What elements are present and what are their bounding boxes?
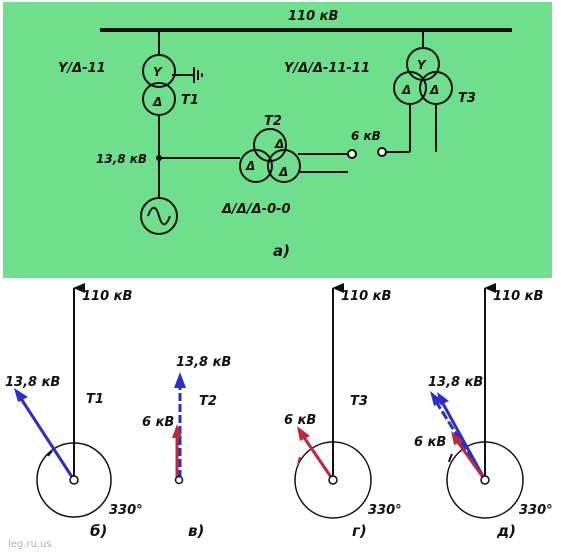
angle-label-d: 330°	[519, 503, 553, 518]
vector-13-8kv-d-2	[439, 399, 487, 481]
t1-hv-winding	[142, 54, 176, 88]
vector-diagram-v: 13,8 кВ 6 кВ T2 в)	[142, 355, 231, 540]
t3-out-terminal	[377, 147, 387, 157]
t1-name: T1	[181, 93, 199, 108]
hv-label-g: 110 кВ	[341, 289, 391, 304]
mv-label-d: 6 кВ	[414, 435, 446, 450]
lv-label-d: 13,8 кВ	[428, 375, 483, 390]
vector-6kv-g-head	[297, 426, 310, 441]
vector-6kv-g	[299, 432, 335, 481]
origin-d	[480, 475, 490, 485]
t3-symbol-top: Y	[417, 58, 427, 72]
sine-icon	[147, 206, 171, 226]
transformer-label-b: T1	[86, 392, 104, 407]
angle-label-b: 330°	[109, 503, 143, 518]
origin-v	[174, 475, 184, 485]
origin-g	[328, 475, 338, 485]
transformer-label-v: T2	[199, 394, 217, 409]
panel-a-label: а)	[273, 242, 290, 260]
t2-symbol-right: Δ	[278, 165, 288, 179]
load-bus-label: 6 кВ	[351, 129, 381, 143]
t3-symbol-left: Δ	[401, 83, 411, 97]
angle-arc-b	[47, 450, 53, 457]
bus-110kv-label: 110 кВ	[288, 9, 338, 24]
vector-diagram-d: 110 кВ 13,8 кВ 6 кВ 330° д)	[414, 283, 553, 540]
panel-b-label: б)	[90, 522, 107, 540]
vector-13-8kv-d-2-head	[437, 392, 449, 405]
vector-diagram-g: 110 кВ 6 кВ T3 330° г)	[284, 283, 402, 540]
t1-connection-label: Y/Δ-11	[58, 61, 106, 76]
transformer-label-g: T3	[350, 394, 368, 409]
angle-label-g: 330°	[368, 503, 402, 518]
t2-winding-left	[239, 149, 273, 183]
vector-6kv-v-head	[172, 424, 182, 438]
t2-winding-right	[267, 149, 301, 183]
mv-label-v: 6 кВ	[142, 415, 174, 430]
vector-6kv-d-head	[451, 431, 463, 445]
t2-name: T2	[264, 114, 282, 129]
panel-v-label: в)	[188, 522, 204, 540]
lv-label-b: 13,8 кВ	[5, 375, 60, 390]
t1-hv-symbol: Y	[153, 65, 163, 79]
t3-connection-label: Y/Δ/Δ-11-11	[284, 61, 370, 76]
watermark: leg.ru.us	[8, 539, 52, 550]
t2-out-6kv-terminal	[347, 149, 357, 159]
t2-winding-top	[253, 128, 287, 162]
vector-6kv-d	[453, 437, 487, 481]
gen-bus-label: 13,8 кВ	[96, 152, 147, 166]
t3-symbol-right: Δ	[429, 83, 439, 97]
angle-arc-g	[297, 456, 301, 467]
t3-name: T3	[458, 91, 476, 106]
t2-connection-label: Δ/Δ/Δ-0-0	[221, 202, 291, 217]
mv-label-g: 6 кВ	[284, 413, 316, 428]
panel-d-label: д)	[496, 522, 516, 540]
vector-13-8kv-v-head	[174, 372, 186, 388]
angle-arc-d	[448, 453, 453, 463]
vector-13-8kv-b-head	[14, 388, 28, 402]
schematic-panel	[3, 2, 552, 278]
t2-symbol-top: Δ	[274, 137, 284, 151]
panel-g-label: г)	[352, 522, 367, 540]
lv-label-v: 13,8 кВ	[176, 355, 231, 370]
generator-icon	[140, 197, 178, 235]
origin-b	[69, 475, 79, 485]
t1-lv-symbol: Δ	[152, 95, 162, 109]
ground-icon	[172, 67, 203, 83]
vector-diagram-b: 110 кВ 13,8 кВ T1 330° б)	[5, 283, 143, 540]
hv-label-d: 110 кВ	[493, 289, 543, 304]
t2-symbol-left: Δ	[245, 159, 255, 173]
hv-label-b: 110 кВ	[82, 289, 132, 304]
vector-13-8kv-b	[16, 393, 76, 481]
